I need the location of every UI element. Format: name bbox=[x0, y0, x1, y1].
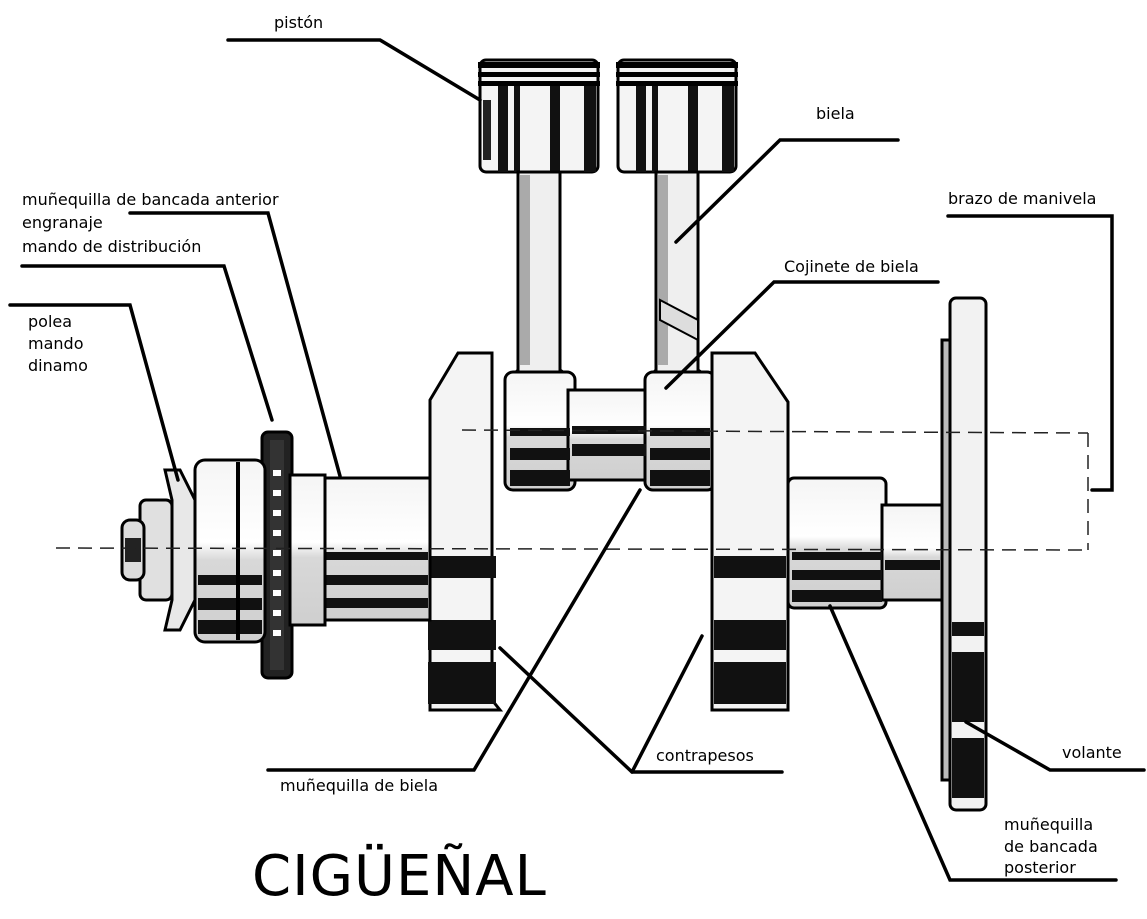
label-rear-main-2: de bancada bbox=[1004, 837, 1098, 856]
crank-web-left bbox=[428, 351, 504, 712]
diagram-title: CIGÜEÑAL bbox=[252, 844, 547, 909]
connecting-rods bbox=[506, 170, 714, 394]
front-hub bbox=[193, 458, 327, 644]
label-crank-arm: brazo de manivela bbox=[948, 189, 1097, 208]
label-rod-bearing: Cojinete de biela bbox=[784, 257, 919, 276]
label-rear-main-3: posterior bbox=[1004, 858, 1076, 877]
label-front-main-journal: muñequilla de bancada anterior bbox=[22, 190, 279, 209]
label-piston: pistón bbox=[274, 13, 324, 32]
piston-left bbox=[478, 58, 600, 174]
timing-gear bbox=[260, 430, 294, 680]
label-timing-drive: mando de distribución bbox=[22, 237, 202, 256]
label-rear-main-1: muñequilla bbox=[1004, 815, 1094, 834]
label-pulley-drive: mando bbox=[28, 334, 84, 353]
piston-right bbox=[616, 58, 738, 174]
label-dynamo: dinamo bbox=[28, 356, 88, 375]
flywheel bbox=[940, 296, 988, 812]
label-flywheel: volante bbox=[1062, 743, 1122, 762]
axis-lines bbox=[55, 429, 1091, 551]
label-counterweights: contrapesos bbox=[656, 746, 754, 765]
label-biela: biela bbox=[816, 104, 855, 123]
label-gear: engranaje bbox=[22, 213, 103, 232]
label-pulley: polea bbox=[28, 312, 73, 331]
leader-lines bbox=[8, 38, 1146, 882]
dynamo-pulley bbox=[120, 468, 197, 632]
crank-web-right bbox=[710, 351, 790, 712]
rear-shaft bbox=[786, 476, 944, 610]
label-crank-pin: muñequilla de biela bbox=[280, 776, 439, 795]
